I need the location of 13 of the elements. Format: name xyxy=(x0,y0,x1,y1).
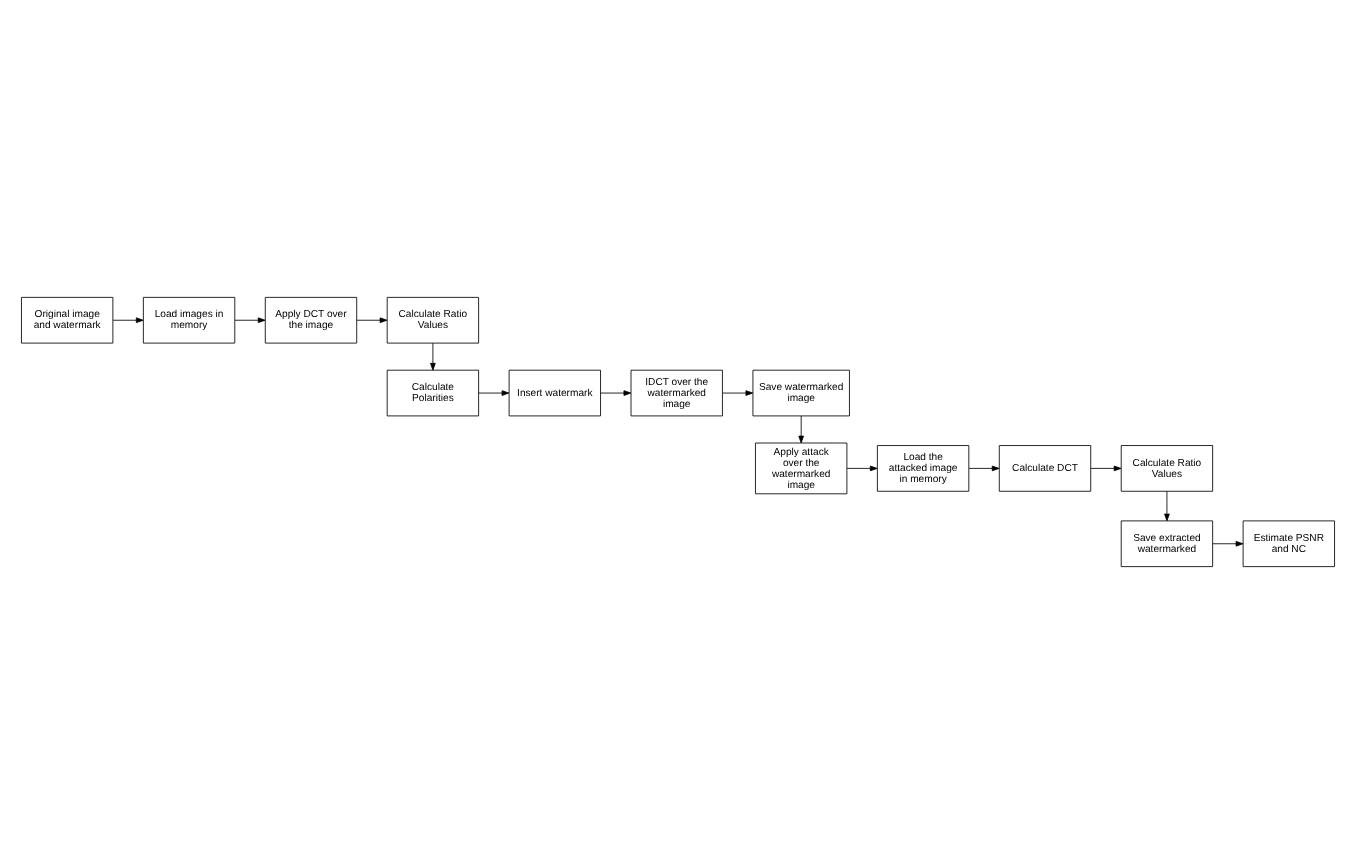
arrow xyxy=(234,317,266,324)
arrow xyxy=(1212,540,1244,547)
arrow xyxy=(430,342,436,371)
arrow xyxy=(112,317,144,324)
arrow xyxy=(1164,490,1170,522)
arrow xyxy=(356,317,388,324)
arrow xyxy=(600,390,632,396)
arrow xyxy=(798,415,804,444)
arrow xyxy=(846,465,878,472)
arrow xyxy=(1090,465,1122,472)
arrow xyxy=(478,390,510,396)
arrow xyxy=(722,390,754,396)
arrow xyxy=(968,465,1000,472)
